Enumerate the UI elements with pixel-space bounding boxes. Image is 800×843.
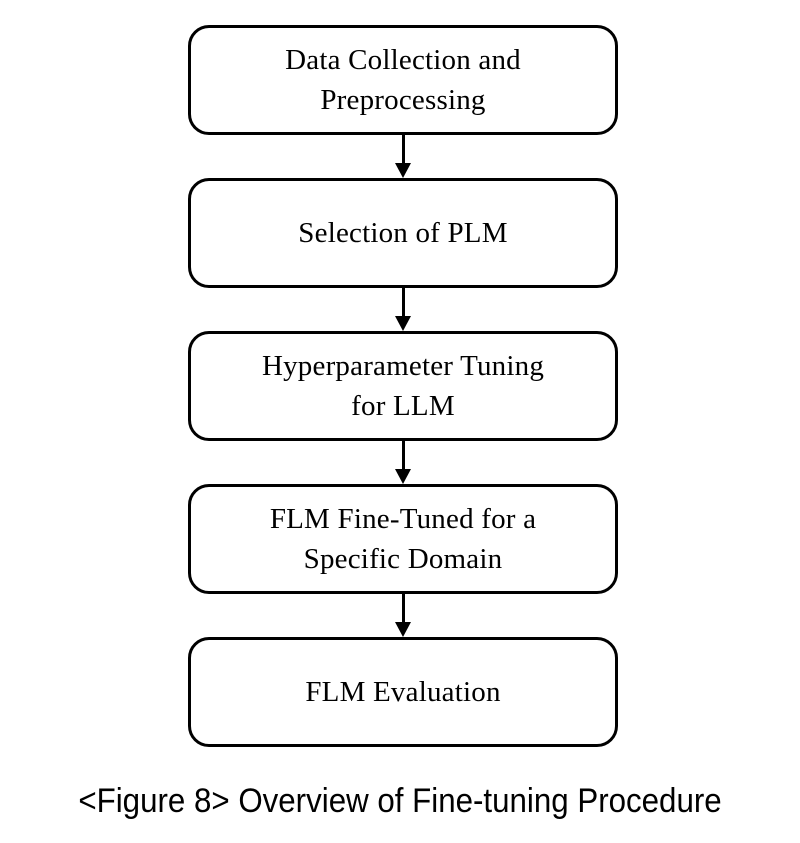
flow-node-label: Selection of PLM [298, 217, 508, 249]
flow-node-data-collection-and-preprocessing[interactable]: Data Collection and Preprocessing [188, 25, 618, 135]
flow-node-label: FLM Fine-Tuned for a Specific Domain [269, 503, 537, 575]
arrow-down-icon [395, 469, 411, 484]
flow-node-flm-fine-tuned-for-a-specific-domain[interactable]: FLM Fine-Tuned for a Specific Domain [188, 484, 618, 594]
flow-node-selection-of-plm[interactable]: Selection of PLM [188, 178, 618, 288]
arrow-shaft [401, 135, 405, 165]
flow-node-label: Hyperparameter Tuning for LLM [261, 350, 545, 422]
arrow-down-icon [395, 316, 411, 331]
flow-node-label: FLM Evaluation [305, 676, 501, 708]
arrow-shaft [401, 288, 405, 318]
flow-connector-3 [188, 441, 618, 484]
flow-node-flm-evaluation[interactable]: FLM Evaluation [188, 637, 618, 747]
flow-node-hyperparameter-tuning-for-llm[interactable]: Hyperparameter Tuning for LLM [188, 331, 618, 441]
flow-connector-1 [188, 135, 618, 178]
arrow-shaft [401, 594, 405, 624]
arrow-down-icon [395, 163, 411, 178]
flow-node-label: Data Collection and Preprocessing [285, 44, 521, 116]
arrow-down-icon [395, 622, 411, 637]
figure-caption: <Figure 8> Overview of Fine-tuning Proce… [78, 782, 722, 820]
flowchart: Data Collection and Preprocessing Select… [188, 25, 618, 747]
flow-connector-2 [188, 288, 618, 331]
flow-connector-4 [188, 594, 618, 637]
arrow-shaft [401, 441, 405, 471]
